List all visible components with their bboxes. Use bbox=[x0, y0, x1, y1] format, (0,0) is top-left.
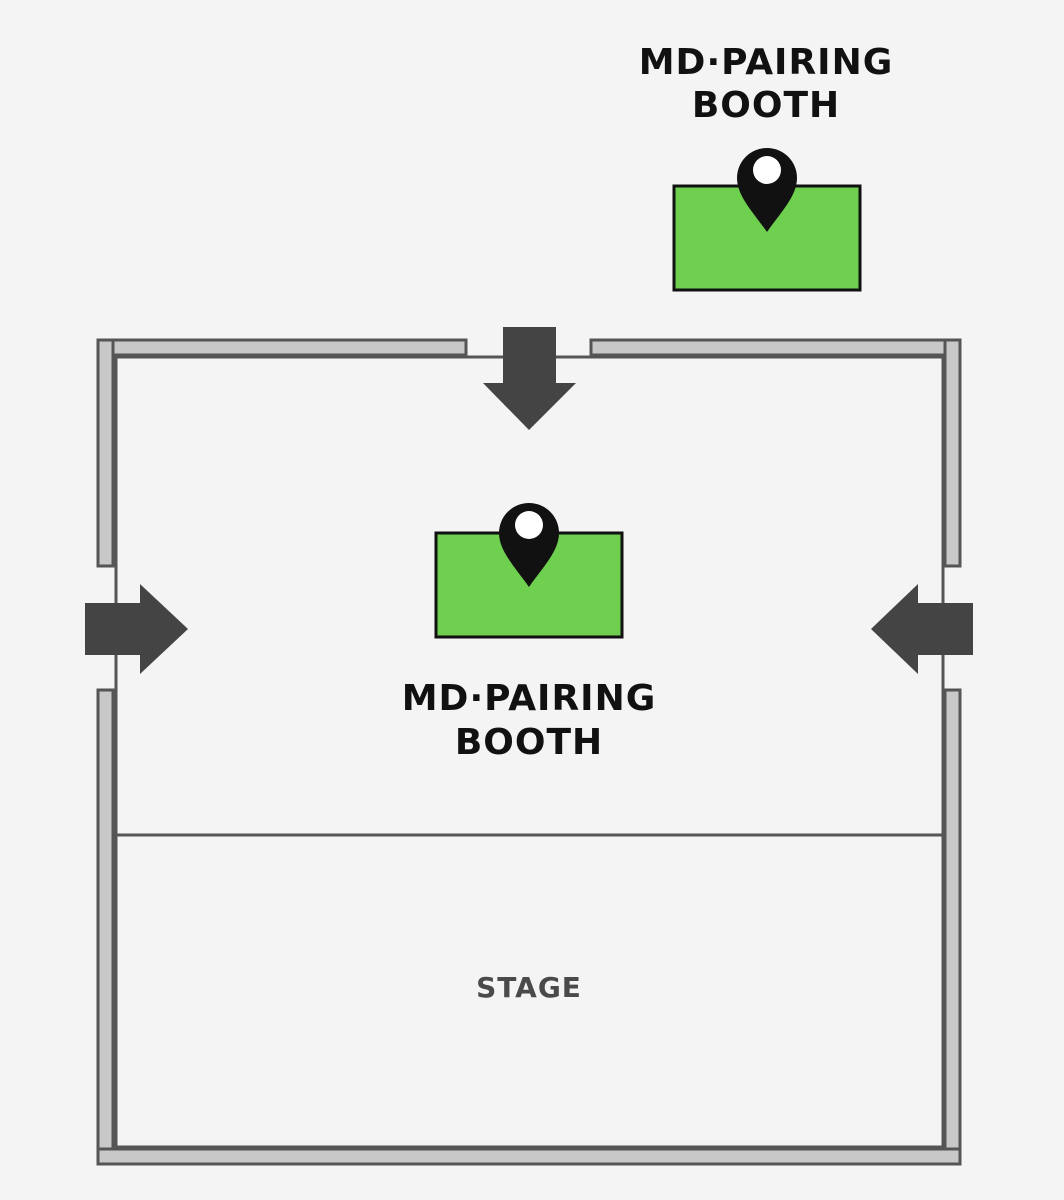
booth-label-line2: BOOTH bbox=[455, 722, 603, 763]
booth-label-line1: MD·PAIRING bbox=[402, 678, 657, 719]
wall-top-right bbox=[589, 338, 962, 357]
entrance-arrow-icon bbox=[483, 327, 576, 430]
location-pin-icon bbox=[499, 503, 559, 587]
wall-left-upper bbox=[96, 338, 115, 568]
booth-outside[interactable]: MD·PAIRING BOOTH bbox=[639, 42, 894, 292]
wall-bottom bbox=[96, 1147, 962, 1166]
wall-right-upper bbox=[943, 338, 962, 568]
wall-top-left bbox=[96, 338, 468, 357]
stage-label: STAGE bbox=[476, 971, 582, 1004]
venue-walls bbox=[96, 338, 962, 1166]
entrance-arrow-icon bbox=[871, 584, 973, 674]
entrance-arrow-icon bbox=[85, 584, 188, 674]
floor-area bbox=[114, 355, 945, 1149]
booth-label-line2: BOOTH bbox=[692, 85, 840, 126]
booth-label-line1: MD·PAIRING bbox=[639, 42, 894, 83]
wall-left-lower bbox=[96, 688, 115, 1166]
entrance-arrows bbox=[85, 327, 973, 674]
booth-inside[interactable]: MD·PAIRING BOOTH bbox=[402, 503, 657, 763]
location-pin-icon bbox=[737, 148, 797, 232]
wall-right-lower bbox=[943, 688, 962, 1166]
